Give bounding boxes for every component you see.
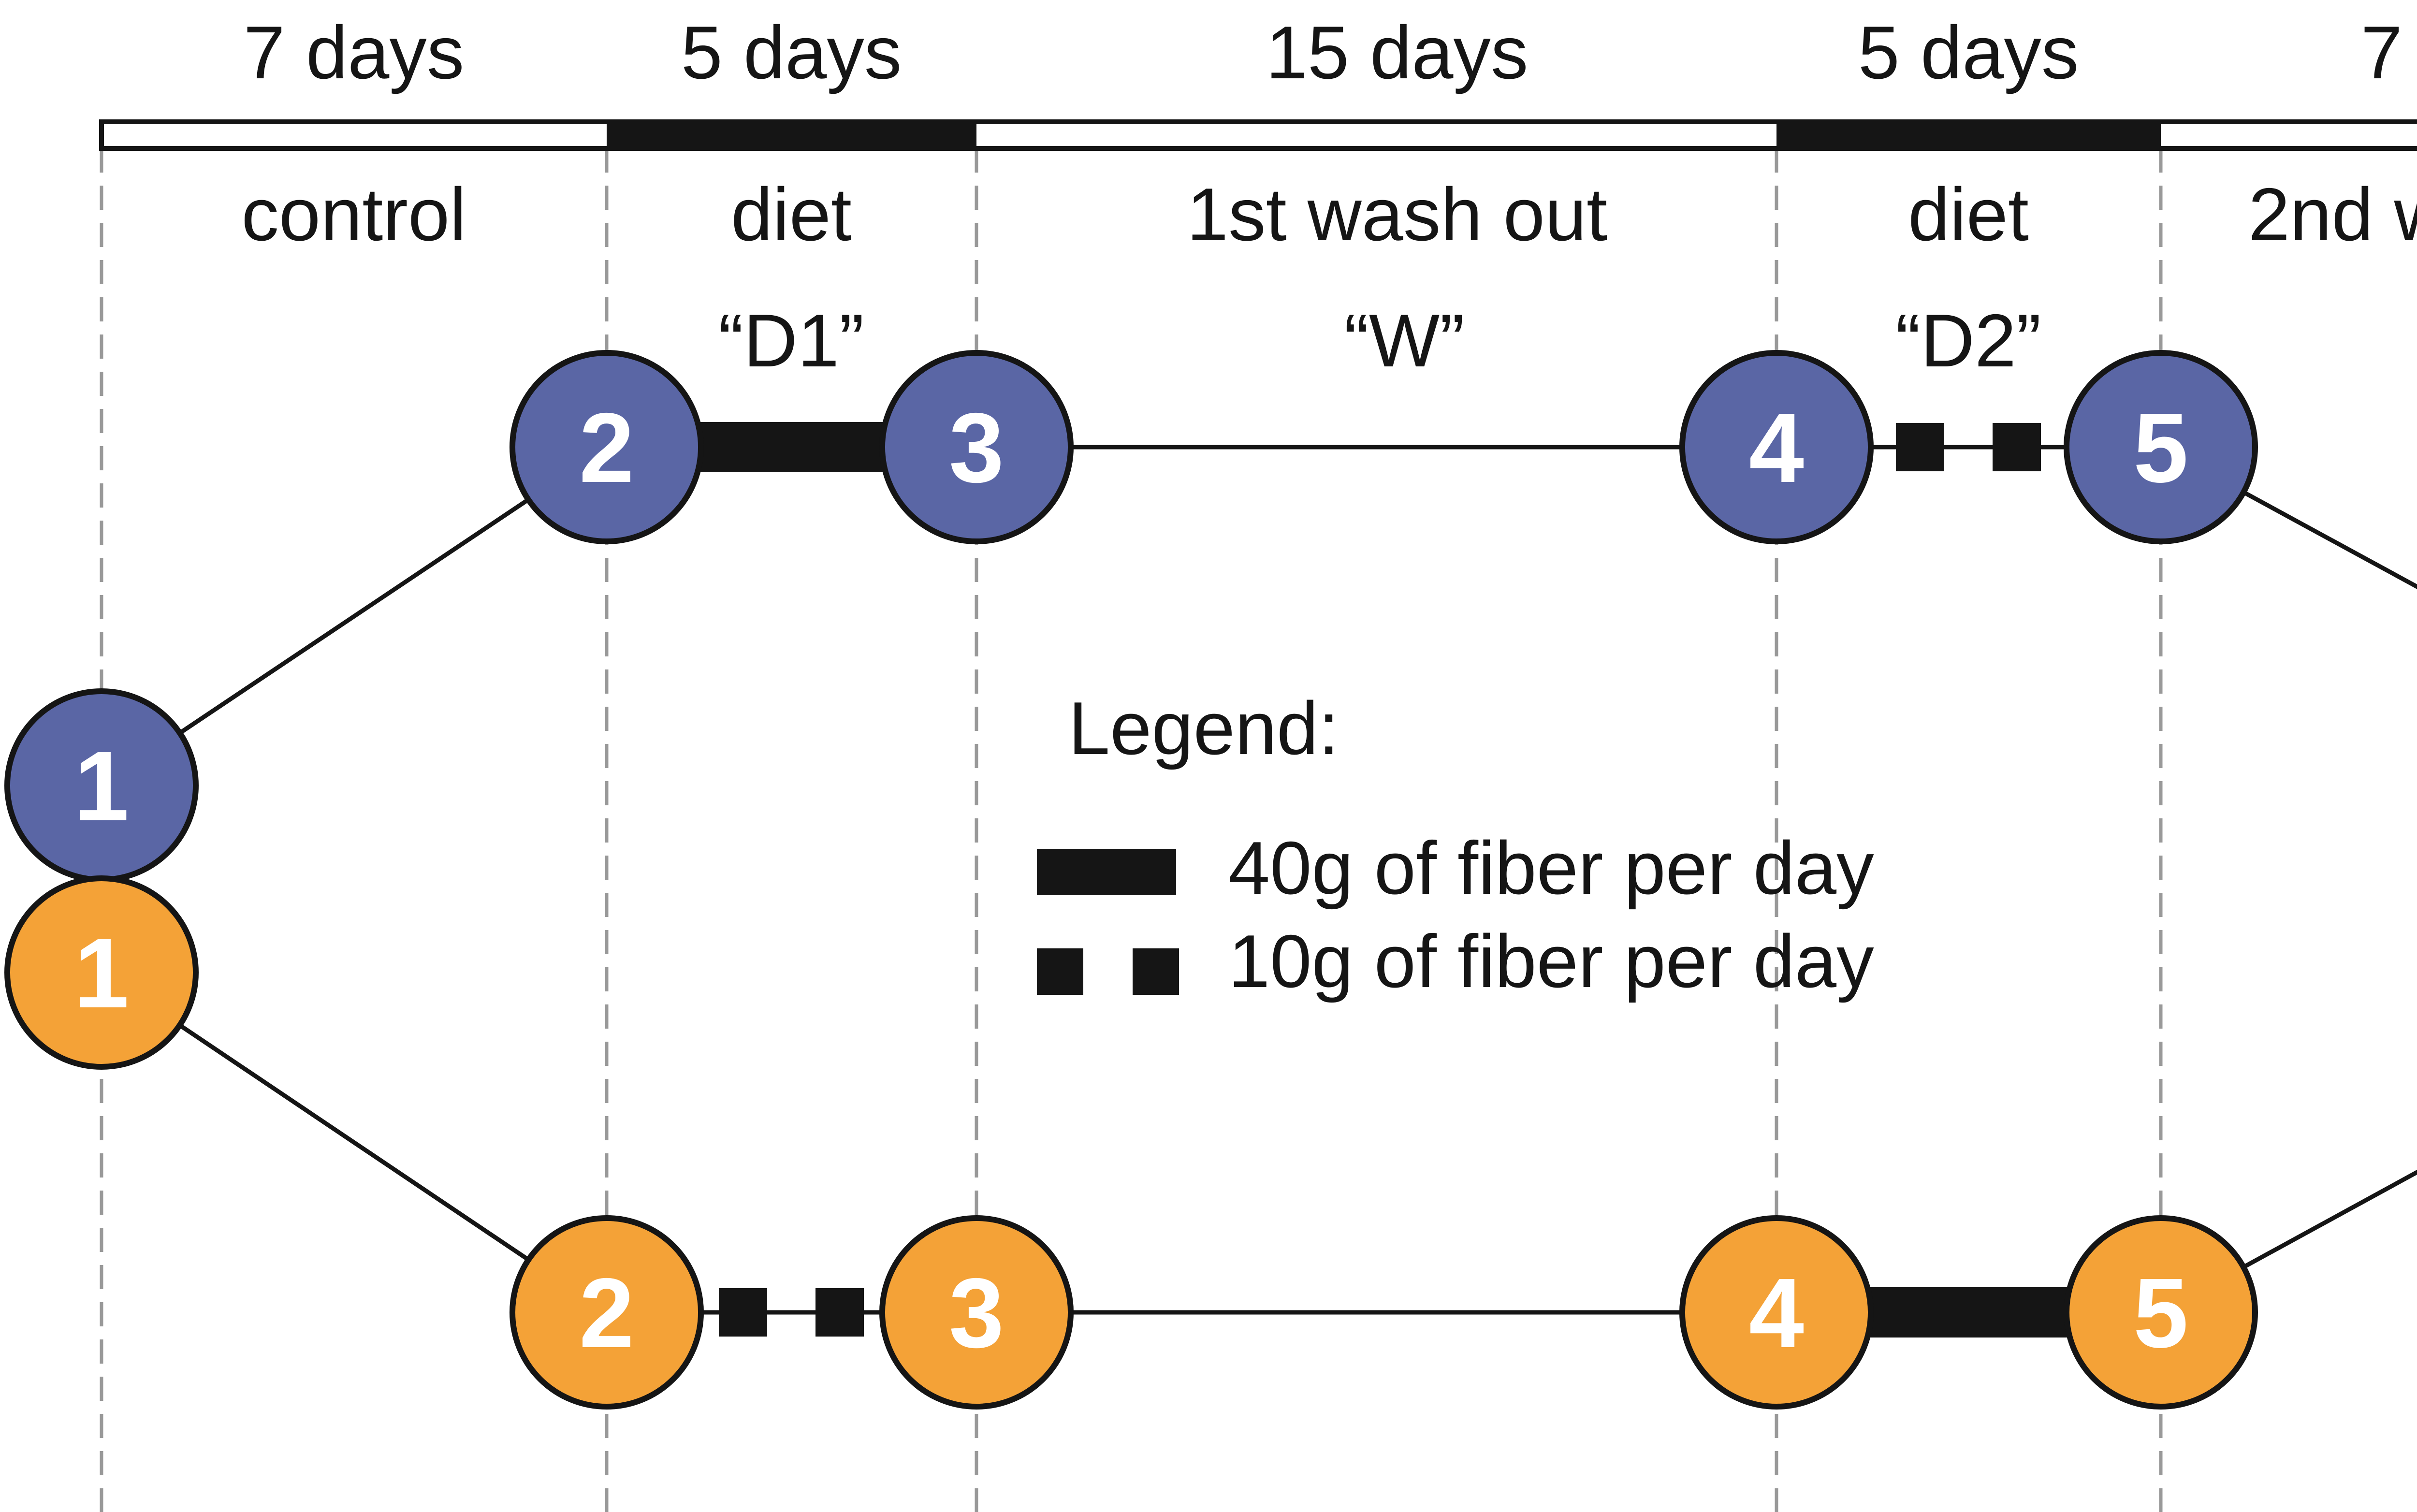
orange-node-5-number: 5 <box>2133 1258 2188 1368</box>
fiber-10g-square-orange-1 <box>719 1288 767 1337</box>
connector-blue-5-6 <box>2159 445 2417 589</box>
connector-blue-1-2 <box>100 445 608 787</box>
connector-orange-5-6 <box>2159 1169 2417 1314</box>
blue-node-1-number: 1 <box>74 731 129 842</box>
phase-label-2nd-wash-out: 2nd wash out <box>2248 173 2417 256</box>
duration-label-5: 7 days <box>2361 11 2417 94</box>
legend-40g-label: 40g of fiber per day <box>1228 826 1874 910</box>
duration-label-3: 15 days <box>1266 11 1529 94</box>
duration-labels: 7 days 5 days 15 days 5 days 7 days <box>244 11 2417 94</box>
orange-node-5 <box>2064 1215 2258 1410</box>
phase-label-control: control <box>241 173 466 256</box>
orange-arm-nodes: 1 2 3 4 5 6 <box>4 875 2258 1410</box>
timeline-bar <box>99 119 2417 151</box>
blue-node-5 <box>2064 350 2258 544</box>
duration-label-1: 7 days <box>244 11 465 94</box>
orange-node-2-number: 2 <box>579 1258 634 1368</box>
phase-label-diet-1: diet <box>731 173 852 256</box>
legend-40g-swatch-icon <box>1037 849 1176 895</box>
blue-node-3 <box>879 350 1074 544</box>
duration-label-2: 5 days <box>681 11 902 94</box>
orange-node-1-number: 1 <box>74 918 129 1029</box>
legend-title: Legend: <box>1068 686 1339 770</box>
blue-node-2 <box>510 350 704 544</box>
phase-labels: control diet 1st wash out diet 2nd wash … <box>241 173 2417 256</box>
orange-node-4-number: 4 <box>1749 1258 1804 1368</box>
legend-10g-square-icon-2 <box>1133 948 1179 995</box>
orange-node-4 <box>1679 1215 1874 1410</box>
legend: Legend: 40g of fiber per day 10g of fibe… <box>1037 686 1874 1003</box>
fiber-10g-square-orange-2 <box>815 1288 864 1337</box>
legend-10g-label: 10g of fiber per day <box>1228 919 1874 1003</box>
fiber-10g-square-blue-2 <box>1993 423 2041 471</box>
phase-code-w: “W” <box>1344 299 1465 382</box>
orange-node-1 <box>4 875 199 1070</box>
blue-node-4 <box>1679 350 1874 544</box>
legend-10g-square-icon-1 <box>1037 948 1083 995</box>
blue-node-2-number: 2 <box>579 393 634 503</box>
orange-node-3 <box>879 1215 1074 1410</box>
phase-code-d2: “D2” <box>1895 299 2041 382</box>
orange-node-3-number: 3 <box>949 1258 1004 1368</box>
blue-node-5-number: 5 <box>2133 393 2188 503</box>
diet-segment-1 <box>607 119 976 151</box>
blue-node-3-number: 3 <box>949 393 1004 503</box>
diet-segment-2 <box>1776 119 2161 151</box>
orange-node-2 <box>510 1215 704 1410</box>
duration-label-4: 5 days <box>1858 11 2079 94</box>
fiber-10g-square-blue-1 <box>1896 423 1944 471</box>
phase-code-labels: “D1” “W” “D2” <box>718 299 2041 382</box>
blue-node-4-number: 4 <box>1749 393 1804 503</box>
phase-code-d1: “D1” <box>718 299 864 382</box>
connector-orange-1-2 <box>100 971 608 1314</box>
blue-arm-nodes: 1 2 3 4 5 6 <box>4 350 2258 883</box>
phase-label-1st-wash-out: 1st wash out <box>1187 173 1607 256</box>
phase-label-diet-2: diet <box>1908 173 2029 256</box>
